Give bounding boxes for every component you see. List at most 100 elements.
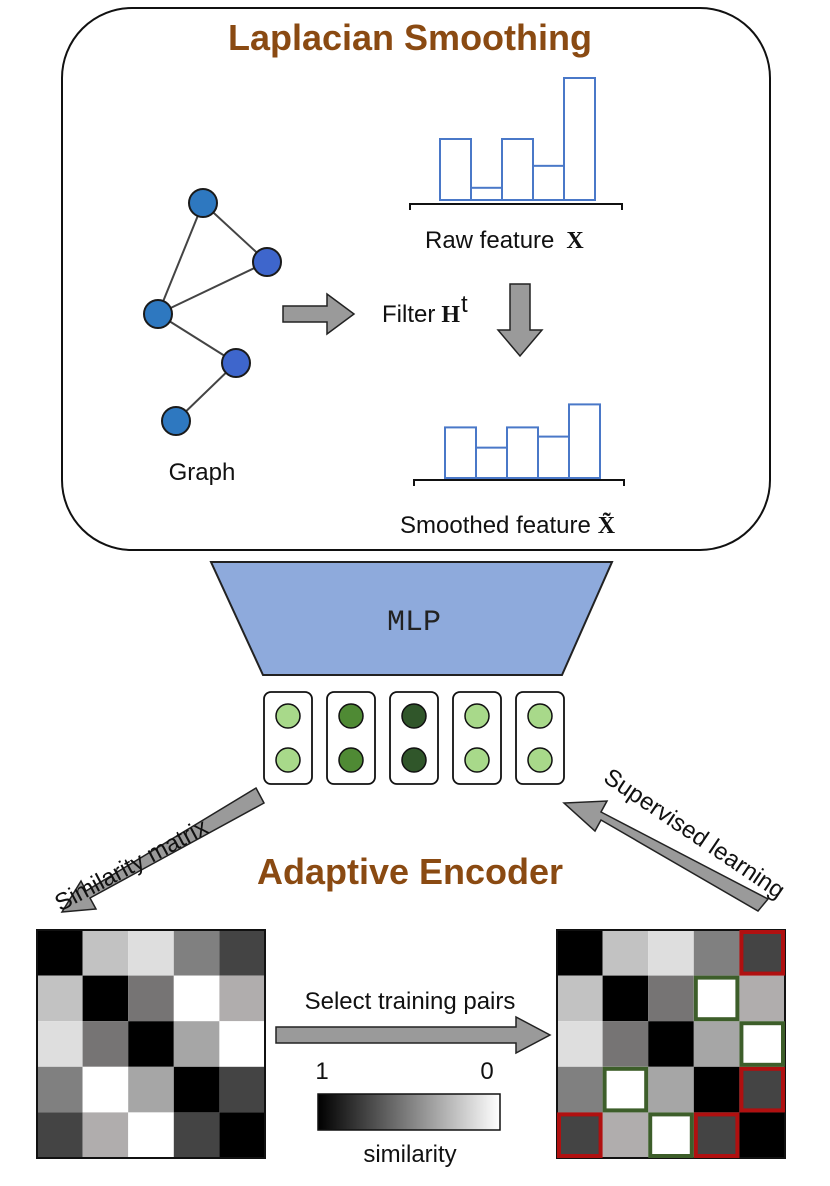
embedding-unit (527, 747, 553, 773)
embedding-unit (338, 747, 364, 773)
matrix-cell (173, 975, 220, 1022)
similarity-matrix-arrow-label: Similarity matrix (50, 814, 212, 917)
embedding-unit (464, 703, 490, 729)
mlp-block (209, 561, 614, 676)
histogram-bar (563, 77, 596, 201)
positive-pair-highlight (602, 1066, 649, 1113)
matrix-cell (739, 1066, 785, 1113)
laplacian-title: Laplacian Smoothing (228, 17, 592, 58)
selected-pairs-matrix (556, 929, 786, 1159)
histogram-bar (475, 446, 508, 480)
supervised-learning-arrow (562, 800, 770, 912)
matrix-cell (128, 930, 174, 976)
histogram-bar (532, 164, 565, 201)
colorbar-max-label: 1 (315, 1058, 328, 1085)
matrix-cell (173, 1112, 220, 1158)
embedding-unit (464, 747, 490, 773)
embedding-unit (338, 703, 364, 729)
matrix-cell (128, 1021, 174, 1067)
graph-label: Graph (169, 459, 236, 486)
histogram-bar (470, 186, 503, 202)
matrix-cell (557, 1066, 603, 1113)
positive-pair-highlight (693, 975, 740, 1022)
raw-feature-histogram (439, 77, 596, 202)
matrix-cell (693, 1066, 740, 1113)
histogram-bar (537, 435, 570, 480)
matrix-cell (739, 975, 785, 1022)
matrix-cell (128, 975, 174, 1022)
matrix-cell (693, 975, 740, 1022)
matrix-cell (648, 1066, 694, 1113)
histogram-bar (501, 138, 534, 201)
matrix-cell (693, 1021, 740, 1067)
matrix-cell (82, 1066, 129, 1113)
matrix-cell (739, 1021, 785, 1067)
smoothed-feature-axis (413, 479, 625, 486)
embedding-vectors (263, 691, 565, 785)
colorbar-min-label: 0 (480, 1058, 493, 1085)
matrix-cell (173, 1066, 220, 1113)
matrix-cell (557, 1021, 603, 1067)
matrix-cell (602, 1112, 649, 1158)
embedding-unit (401, 747, 427, 773)
matrix-cell (557, 1112, 603, 1158)
matrix-cell (37, 930, 83, 976)
matrix-cell (128, 1112, 174, 1158)
matrix-cell (82, 930, 129, 976)
matrix-cell (602, 975, 649, 1022)
graph-nodes (143, 188, 282, 436)
matrix-cell (693, 930, 740, 976)
histogram-bar (568, 403, 601, 479)
matrix-cell (37, 1112, 83, 1158)
similarity-matrix (36, 929, 266, 1159)
matrix-cell (648, 930, 694, 976)
negative-pair-highlight (739, 930, 786, 976)
matrix-cell (37, 975, 83, 1022)
smoothing-down-arrow (496, 283, 544, 358)
matrix-cell (602, 1021, 649, 1067)
select-pairs-label: Select training pairs (305, 988, 516, 1015)
colorbar-caption: similarity (363, 1141, 456, 1168)
matrix-cell (82, 975, 129, 1022)
embedding-unit (401, 703, 427, 729)
negative-pair-highlight (557, 1112, 603, 1159)
matrix-cell (219, 975, 265, 1022)
histogram-bar (506, 426, 539, 479)
matrix-cell (82, 1112, 129, 1158)
matrix-cell (739, 930, 785, 976)
histogram-bar (439, 138, 472, 201)
embedding-unit (527, 703, 553, 729)
negative-pair-highlight (693, 1112, 740, 1159)
matrix-cell (219, 1021, 265, 1067)
graph-to-filter-arrow (282, 292, 356, 336)
graph-node (188, 188, 218, 218)
matrix-cell (37, 1021, 83, 1067)
select-pairs-arrow (275, 1015, 552, 1055)
matrix-cell (82, 1021, 129, 1067)
matrix-cell (37, 1066, 83, 1113)
matrix-cell (557, 975, 603, 1022)
matrix-cell (173, 930, 220, 976)
mlp-label: MLP (387, 606, 441, 640)
graph-node (221, 348, 251, 378)
matrix-cell (693, 1112, 740, 1158)
matrix-cell (602, 1066, 649, 1113)
matrix-border (36, 929, 266, 1159)
matrix-cell (219, 1066, 265, 1113)
embedding-unit (275, 747, 301, 773)
matrix-cell (219, 930, 265, 976)
histogram-bar (444, 426, 477, 479)
matrix-cell (173, 1021, 220, 1067)
matrix-cell (602, 930, 649, 976)
similarity-matrix-arrow (60, 786, 266, 913)
negative-pair-highlight (739, 1066, 786, 1113)
adaptive-encoder-title: Adaptive Encoder (257, 851, 563, 892)
embedding-unit (275, 703, 301, 729)
matrix-cell (219, 1112, 265, 1158)
positive-pair-highlight (739, 1021, 786, 1067)
positive-pair-highlight (648, 1112, 694, 1159)
